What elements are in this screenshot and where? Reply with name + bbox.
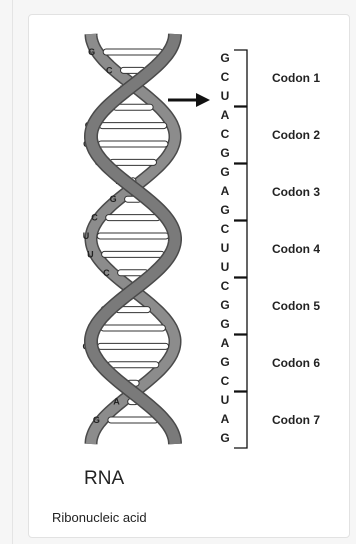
- codon-label: Codon 3: [272, 185, 320, 199]
- strand-base-label: G: [93, 415, 100, 425]
- codon-base: U: [221, 260, 230, 274]
- codon-base: G: [220, 355, 229, 369]
- codon-base: G: [220, 165, 229, 179]
- codon-bracket: [234, 334, 248, 392]
- codon-base: C: [221, 70, 230, 84]
- codon-bracket: [234, 277, 248, 335]
- strand-base-label: G: [88, 47, 95, 57]
- strand-base-label: U: [83, 231, 90, 241]
- codon-bracket: [234, 49, 248, 107]
- codon-base: U: [221, 241, 230, 255]
- strand-base-label: G: [110, 194, 117, 204]
- codon-base: C: [221, 222, 230, 236]
- codon-base: A: [221, 184, 230, 198]
- caption-subtitle: Ribonucleic acid: [52, 510, 147, 525]
- codon-base: A: [221, 336, 230, 350]
- codon-base: U: [221, 393, 230, 407]
- codon-base: G: [220, 51, 229, 65]
- codon-brackets: [234, 49, 248, 449]
- caption-title: RNA: [84, 468, 125, 489]
- codon-base: G: [220, 146, 229, 160]
- codon-label: Codon 4: [272, 242, 320, 256]
- codon-base: G: [220, 298, 229, 312]
- codon-base: C: [221, 127, 230, 141]
- codon-base: G: [220, 431, 229, 445]
- codon-base: G: [220, 203, 229, 217]
- codon-base: U: [221, 89, 230, 103]
- codon-base: A: [221, 108, 230, 122]
- codon-bracket: [234, 163, 248, 221]
- codon-base: A: [221, 412, 230, 426]
- strand-base-label: U: [87, 249, 94, 259]
- strand-base-label: A: [113, 397, 120, 407]
- codon-label: Codon 6: [272, 356, 320, 370]
- strand-base-label: C: [103, 268, 110, 278]
- codon-bracket: [234, 220, 248, 278]
- codon-label: Codon 7: [272, 413, 320, 427]
- strand-base-label: C: [106, 65, 113, 75]
- strand-base-label: C: [91, 213, 98, 223]
- codon-label: Codon 1: [272, 71, 320, 85]
- codon-bracket: [234, 106, 248, 164]
- codon-base: C: [221, 279, 230, 293]
- base-pair: U: [83, 231, 170, 241]
- codon-label: Codon 5: [272, 299, 320, 313]
- codon-base: C: [221, 374, 230, 388]
- codon-base: G: [220, 317, 229, 331]
- arrow-right-icon: [168, 93, 210, 107]
- codon-label: Codon 2: [272, 128, 320, 142]
- codon-labels: Codon 1 Codon 2 Codon 3 Codon 4 Codon 5 Codon…: [272, 71, 320, 427]
- page-divider: [12, 0, 13, 544]
- codon-bracket: [234, 391, 248, 449]
